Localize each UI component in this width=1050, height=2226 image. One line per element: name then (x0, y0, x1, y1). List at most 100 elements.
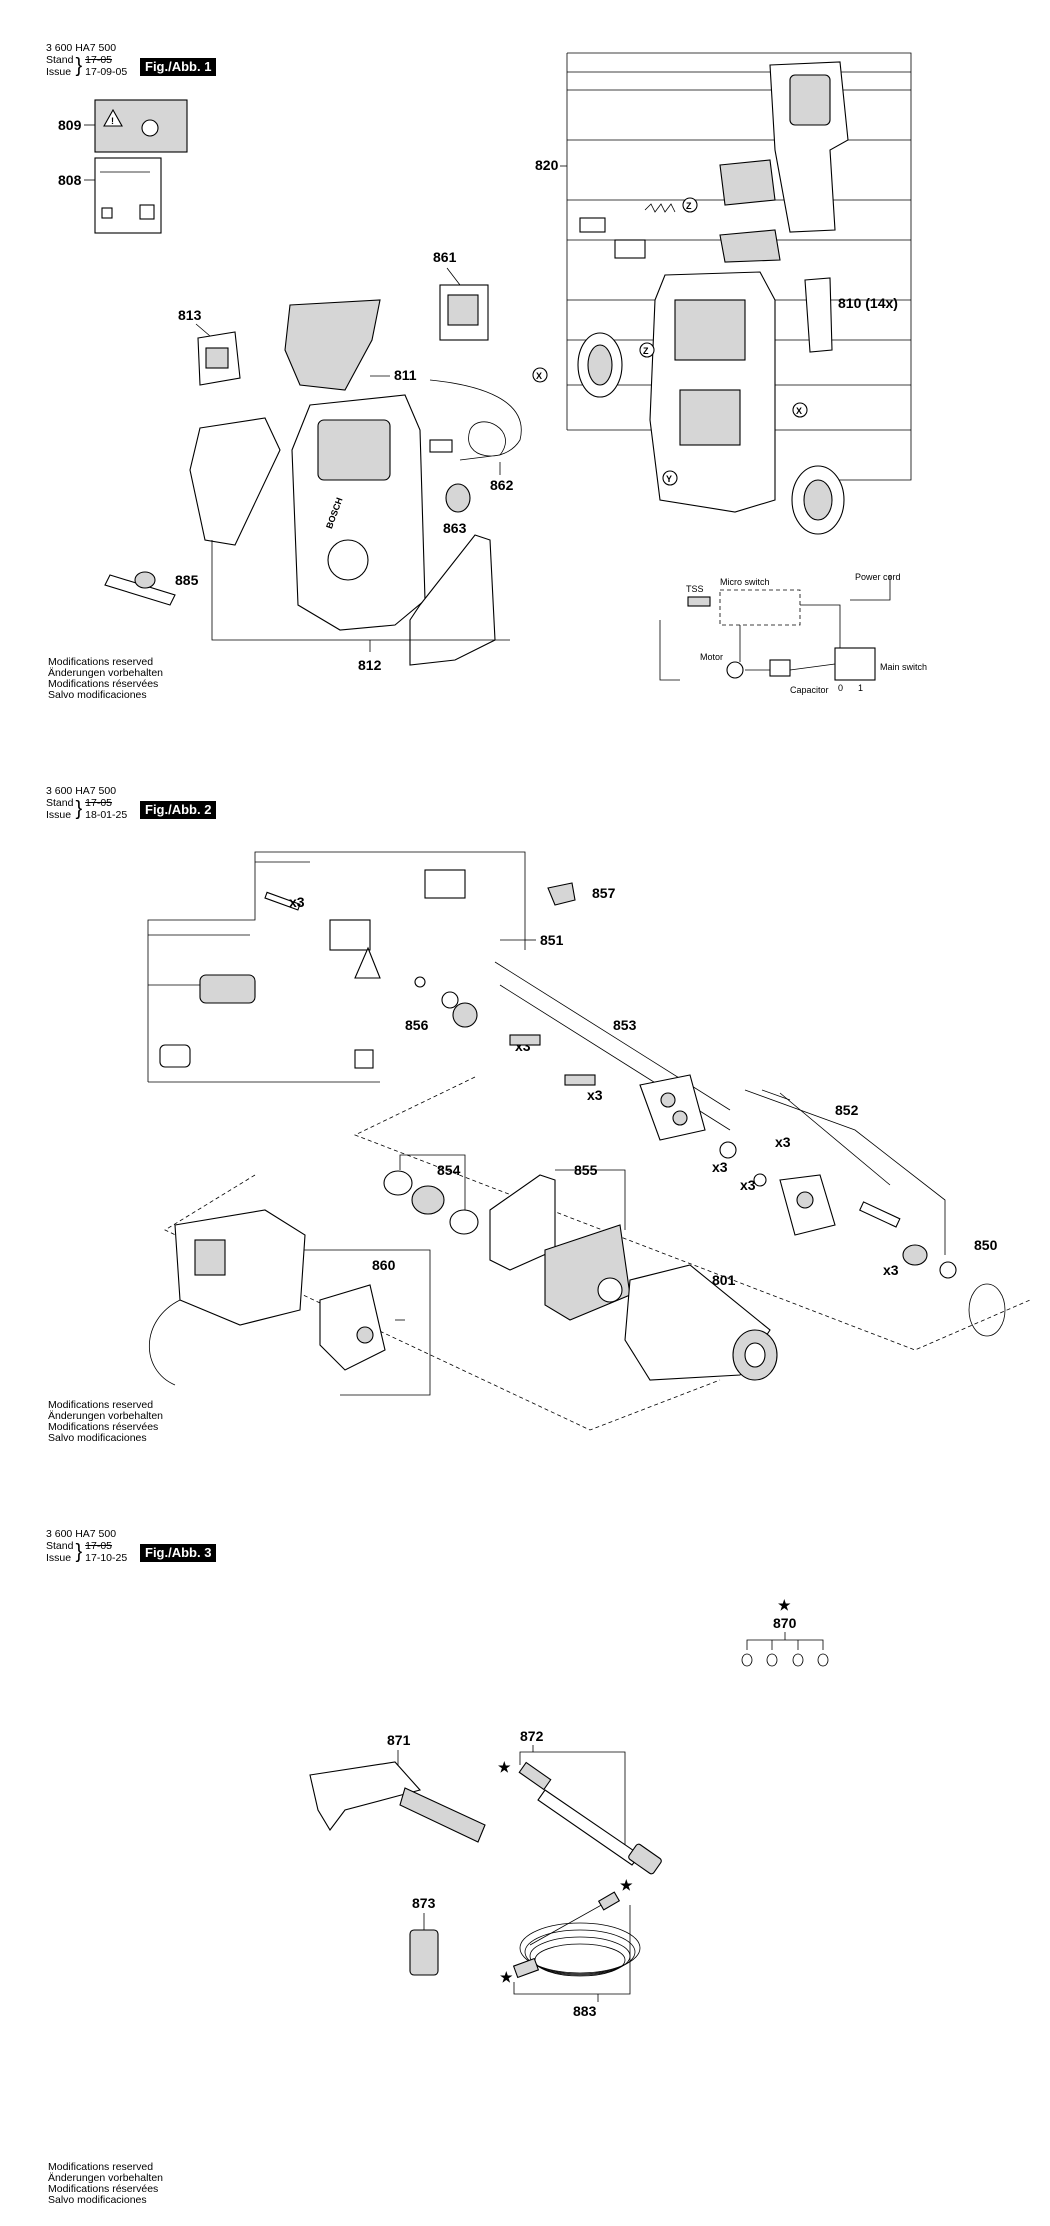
label-856: 856 (405, 1017, 429, 1033)
part-885-tool (104, 571, 176, 606)
fig2-header: 3 600 HA7 500 Stand Issue } 17-05 18-01-… (46, 785, 128, 821)
part-handle-assembly (719, 61, 849, 263)
part-863-knob (445, 483, 471, 513)
star-883-bottom: ★ (500, 1969, 513, 1985)
label-860: 860 (372, 1257, 396, 1273)
svg-text:!: ! (111, 116, 114, 126)
label-809: 809 (58, 117, 82, 133)
callout-y-1: Y (662, 470, 678, 486)
label-852: 852 (835, 1102, 859, 1118)
fig1-diagram: ! 809 808 820 (58, 52, 927, 695)
callout-z-1: Z (682, 197, 698, 213)
star-883-top: ★ (620, 1877, 633, 1893)
fig2-tag: Fig./Abb. 2 (140, 801, 217, 819)
star-870: ★ (778, 1597, 791, 1613)
wiring-diagram (659, 575, 891, 681)
label-851: 851 (540, 932, 564, 948)
part-pump-head-set (159, 869, 466, 1069)
svg-text:Z: Z (686, 201, 692, 211)
part-852-pistons (753, 1173, 957, 1279)
part-wheel-left (577, 332, 623, 398)
fig1-tag: Fig./Abb. 1 (140, 58, 217, 76)
qty-x3-4: x3 (712, 1159, 728, 1175)
brace-icon: } (75, 1541, 83, 1563)
wiring-main-switch: Main switch (880, 662, 927, 672)
label-861: 861 (433, 249, 457, 265)
part-870-o-rings (741, 1653, 829, 1667)
part-855-pump-body (544, 1224, 631, 1321)
part-853-valves (509, 1034, 737, 1159)
label-862: 862 (490, 477, 514, 493)
issue-date: 17-09-05 (85, 66, 128, 78)
svg-text:Y: Y (666, 474, 672, 484)
part-857 (547, 882, 576, 906)
label-820: 820 (535, 157, 559, 173)
qty-x3-7: x3 (883, 1262, 899, 1278)
label-813: 813 (178, 307, 202, 323)
part-862-power-cord (429, 379, 522, 461)
fig3-tag: Fig./Abb. 3 (140, 1544, 217, 1562)
label-811: 811 (394, 367, 417, 383)
wiring-capacitor: Capacitor (790, 685, 829, 695)
part-812-base (409, 534, 496, 666)
qty-x3-3: x3 (587, 1087, 603, 1103)
wiring-tss: TSS (686, 584, 704, 594)
fig2-modifications: Modifications reserved Änderungen vorbeh… (48, 1399, 164, 1444)
svg-text:X: X (536, 371, 542, 381)
qty-x3-1: x3 (289, 894, 305, 910)
part-811-cover (284, 299, 381, 391)
fig2-diagram: x3 857 851 856 853 x3 x3 x3 852 x3 x3 (147, 851, 1031, 1431)
wiring-micro-switch: Micro switch (720, 577, 770, 587)
label-801: 801 (712, 1272, 736, 1288)
part-808-rating-plate (94, 157, 162, 234)
part-801-motor (624, 1264, 778, 1381)
qty-x3-6: x3 (740, 1177, 756, 1193)
fig1-header: 3 600 HA7 500 Stand Issue } 17-05 17-09-… (46, 42, 127, 78)
label-885: 885 (175, 572, 199, 588)
issue-label: Issue (46, 66, 72, 78)
part-main-housing: BOSCH (291, 394, 426, 631)
part-spring (644, 203, 676, 213)
callout-x-1: X (532, 367, 548, 383)
part-valve-chamber (639, 1074, 706, 1141)
label-857: 857 (592, 885, 616, 901)
wiring-power-cord: Power cord (855, 572, 901, 582)
part-873-nozzle (409, 1929, 439, 1976)
part-860-clip (148, 1299, 181, 1386)
label-872: 872 (520, 1728, 544, 1744)
fig3-header: 3 600 HA7 500 Stand Issue } 17-05 17-10-… (46, 1528, 128, 1564)
label-863: 863 (443, 520, 467, 536)
callout-x-2: X (792, 402, 808, 418)
part-810-clip (804, 277, 833, 353)
part-850-o-ring (968, 1283, 1006, 1337)
wiring-pos1: 1 (858, 683, 863, 693)
part-813 (197, 331, 241, 386)
label-853: 853 (613, 1017, 637, 1033)
part-wheel-right (791, 465, 845, 535)
part-854-washers (383, 1170, 479, 1235)
svg-text:Z: Z (643, 346, 649, 356)
qty-x3-5: x3 (775, 1134, 791, 1150)
part-872-lance (518, 1761, 662, 1875)
brace-icon: } (75, 55, 83, 77)
label-808: 808 (58, 172, 82, 188)
part-frame-body (649, 271, 776, 513)
fig1-modifications: Modifications reserved Änderungen vorbeh… (48, 656, 164, 701)
label-810: 810 (14x) (838, 295, 898, 311)
part-883-hose (512, 1891, 641, 1979)
label-850: 850 (974, 1237, 998, 1253)
callout-z-2: Z (639, 342, 655, 358)
wiring-motor: Motor (700, 652, 723, 662)
part-809-warning-label: ! (94, 99, 188, 153)
part-side-panel (189, 417, 281, 546)
fig3-diagram: ★ 870 871 872 ★ 873 ★ ★ (309, 1597, 829, 2019)
stand-label: Stand (46, 54, 74, 66)
brace-icon: } (75, 798, 83, 820)
label-883: 883 (573, 2003, 597, 2019)
label-873: 873 (412, 1895, 436, 1911)
svg-text:X: X (796, 406, 802, 416)
doc-number: 3 600 HA7 500 (46, 42, 117, 54)
label-854: 854 (437, 1162, 461, 1178)
stand-old: 17-05 (85, 54, 112, 66)
star-872: ★ (498, 1759, 511, 1775)
